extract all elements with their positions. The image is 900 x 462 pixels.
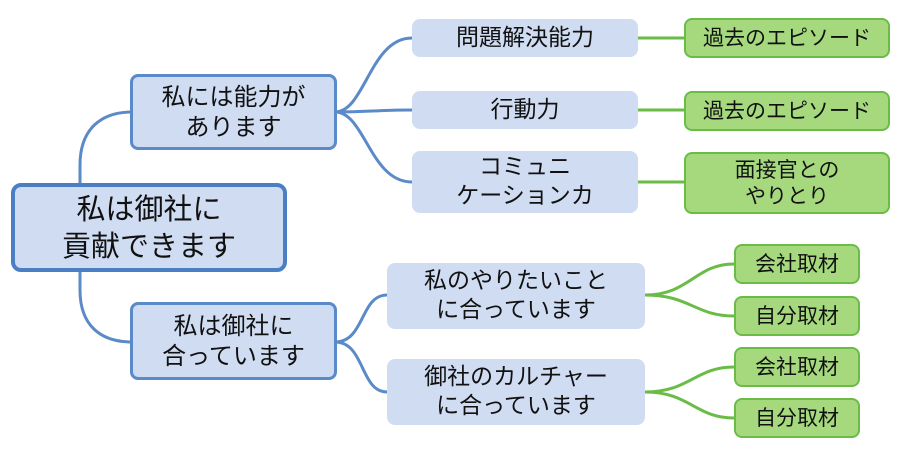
source-label: 会社取材	[755, 354, 839, 379]
ability-label: 問題解決能力	[456, 24, 594, 51]
root-node[interactable]: 私は御社に 貢献できます	[11, 183, 287, 272]
connector-ability-problem	[334, 36, 413, 114]
connector-root-ability	[78, 110, 133, 183]
ability-label: コミュニ ケーションカ	[456, 154, 594, 209]
branch-fit-node[interactable]: 私は御社に 合っています	[130, 302, 337, 380]
evidence-label: 過去のエピソード	[703, 25, 871, 50]
source-self-research-node[interactable]: 自分取材	[734, 398, 860, 438]
ability-problem-solving-node[interactable]: 問題解決能力	[412, 19, 638, 57]
connector-root-fit	[78, 270, 133, 344]
connector-ability-action	[334, 108, 413, 114]
connector-culture-source2	[644, 390, 735, 420]
source-label: 自分取材	[755, 303, 839, 328]
fit-want-node[interactable]: 私のやりたいこと に合っています	[387, 263, 645, 329]
root-label: 私は御社に 貢献できます	[61, 192, 236, 263]
source-label: 自分取材	[755, 405, 839, 430]
connector-ability-comm	[334, 110, 413, 184]
branch-ability-label: 私には能力が あります	[161, 83, 306, 141]
evidence-label: 面接官との やりとり	[734, 157, 840, 208]
connector-want-source2	[644, 293, 735, 318]
connector-culture-source1	[644, 365, 735, 394]
evidence-communication-node[interactable]: 面接官との やりとり	[684, 152, 890, 214]
source-company-research-node[interactable]: 会社取材	[734, 244, 860, 284]
branch-ability-node[interactable]: 私には能力が あります	[130, 74, 337, 150]
connector-want-source1	[644, 262, 735, 297]
connector-fit-want	[334, 293, 388, 344]
connector-fit-culture	[334, 340, 388, 394]
source-company-research-node[interactable]: 会社取材	[734, 347, 860, 387]
ability-communication-node[interactable]: コミュニ ケーションカ	[412, 151, 638, 213]
fit-label: 私のやりたいこと に合っています	[424, 268, 608, 323]
ability-action-node[interactable]: 行動力	[412, 91, 638, 129]
evidence-problem-node[interactable]: 過去のエピソード	[684, 18, 890, 58]
branch-fit-label: 私は御社に 合っています	[162, 312, 305, 370]
evidence-label: 過去のエピソード	[703, 98, 871, 123]
source-label: 会社取材	[755, 251, 839, 276]
evidence-action-node[interactable]: 過去のエピソード	[684, 91, 890, 131]
source-self-research-node[interactable]: 自分取材	[734, 296, 860, 336]
fit-culture-node[interactable]: 御社のカルチャー に合っています	[387, 359, 645, 425]
ability-label: 行動力	[490, 96, 560, 123]
fit-label: 御社のカルチャー に合っています	[424, 364, 608, 419]
